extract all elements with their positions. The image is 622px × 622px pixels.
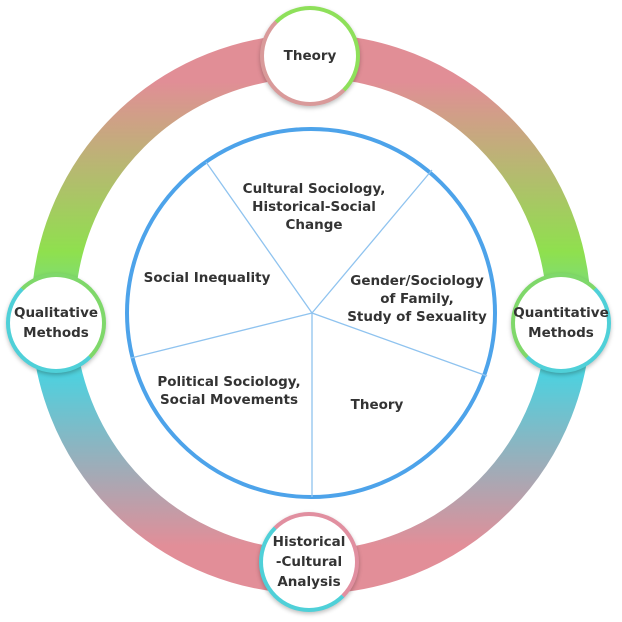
segment-label-theory: Theory [350, 397, 404, 413]
segment-divider-line [130, 312, 313, 359]
node-qualitative-methods: Qualitative Methods [6, 273, 106, 373]
node-quantitative-methods: Quantitative Methods [511, 273, 611, 373]
segment-dividers [130, 161, 488, 497]
node-theory-label: Theory [283, 48, 337, 64]
node-qualitative-methods-label: Qualitative Methods [13, 305, 99, 341]
segment-label-political-sociology: Political Sociology, Social Movements [157, 374, 301, 408]
segment-divider-line [311, 169, 433, 314]
segment-label-gender-sociology: Gender/Sociology of Family, Study of Sex… [347, 273, 487, 325]
node-historical-cultural-analysis: Historical -Cultural Analysis [259, 512, 359, 612]
node-quantitative-methods-label: Quantitative Methods [513, 305, 609, 341]
segment-divider-line [311, 312, 488, 377]
segment-label-cultural-sociology: Cultural Sociology, Historical-Social Ch… [242, 181, 386, 233]
node-theory: Theory [260, 6, 360, 106]
segment-label-social-inequality: Social Inequality [143, 270, 271, 286]
segment-divider-line [205, 161, 313, 314]
node-historical-cultural-analysis-label: Historical -Cultural Analysis [272, 534, 346, 590]
